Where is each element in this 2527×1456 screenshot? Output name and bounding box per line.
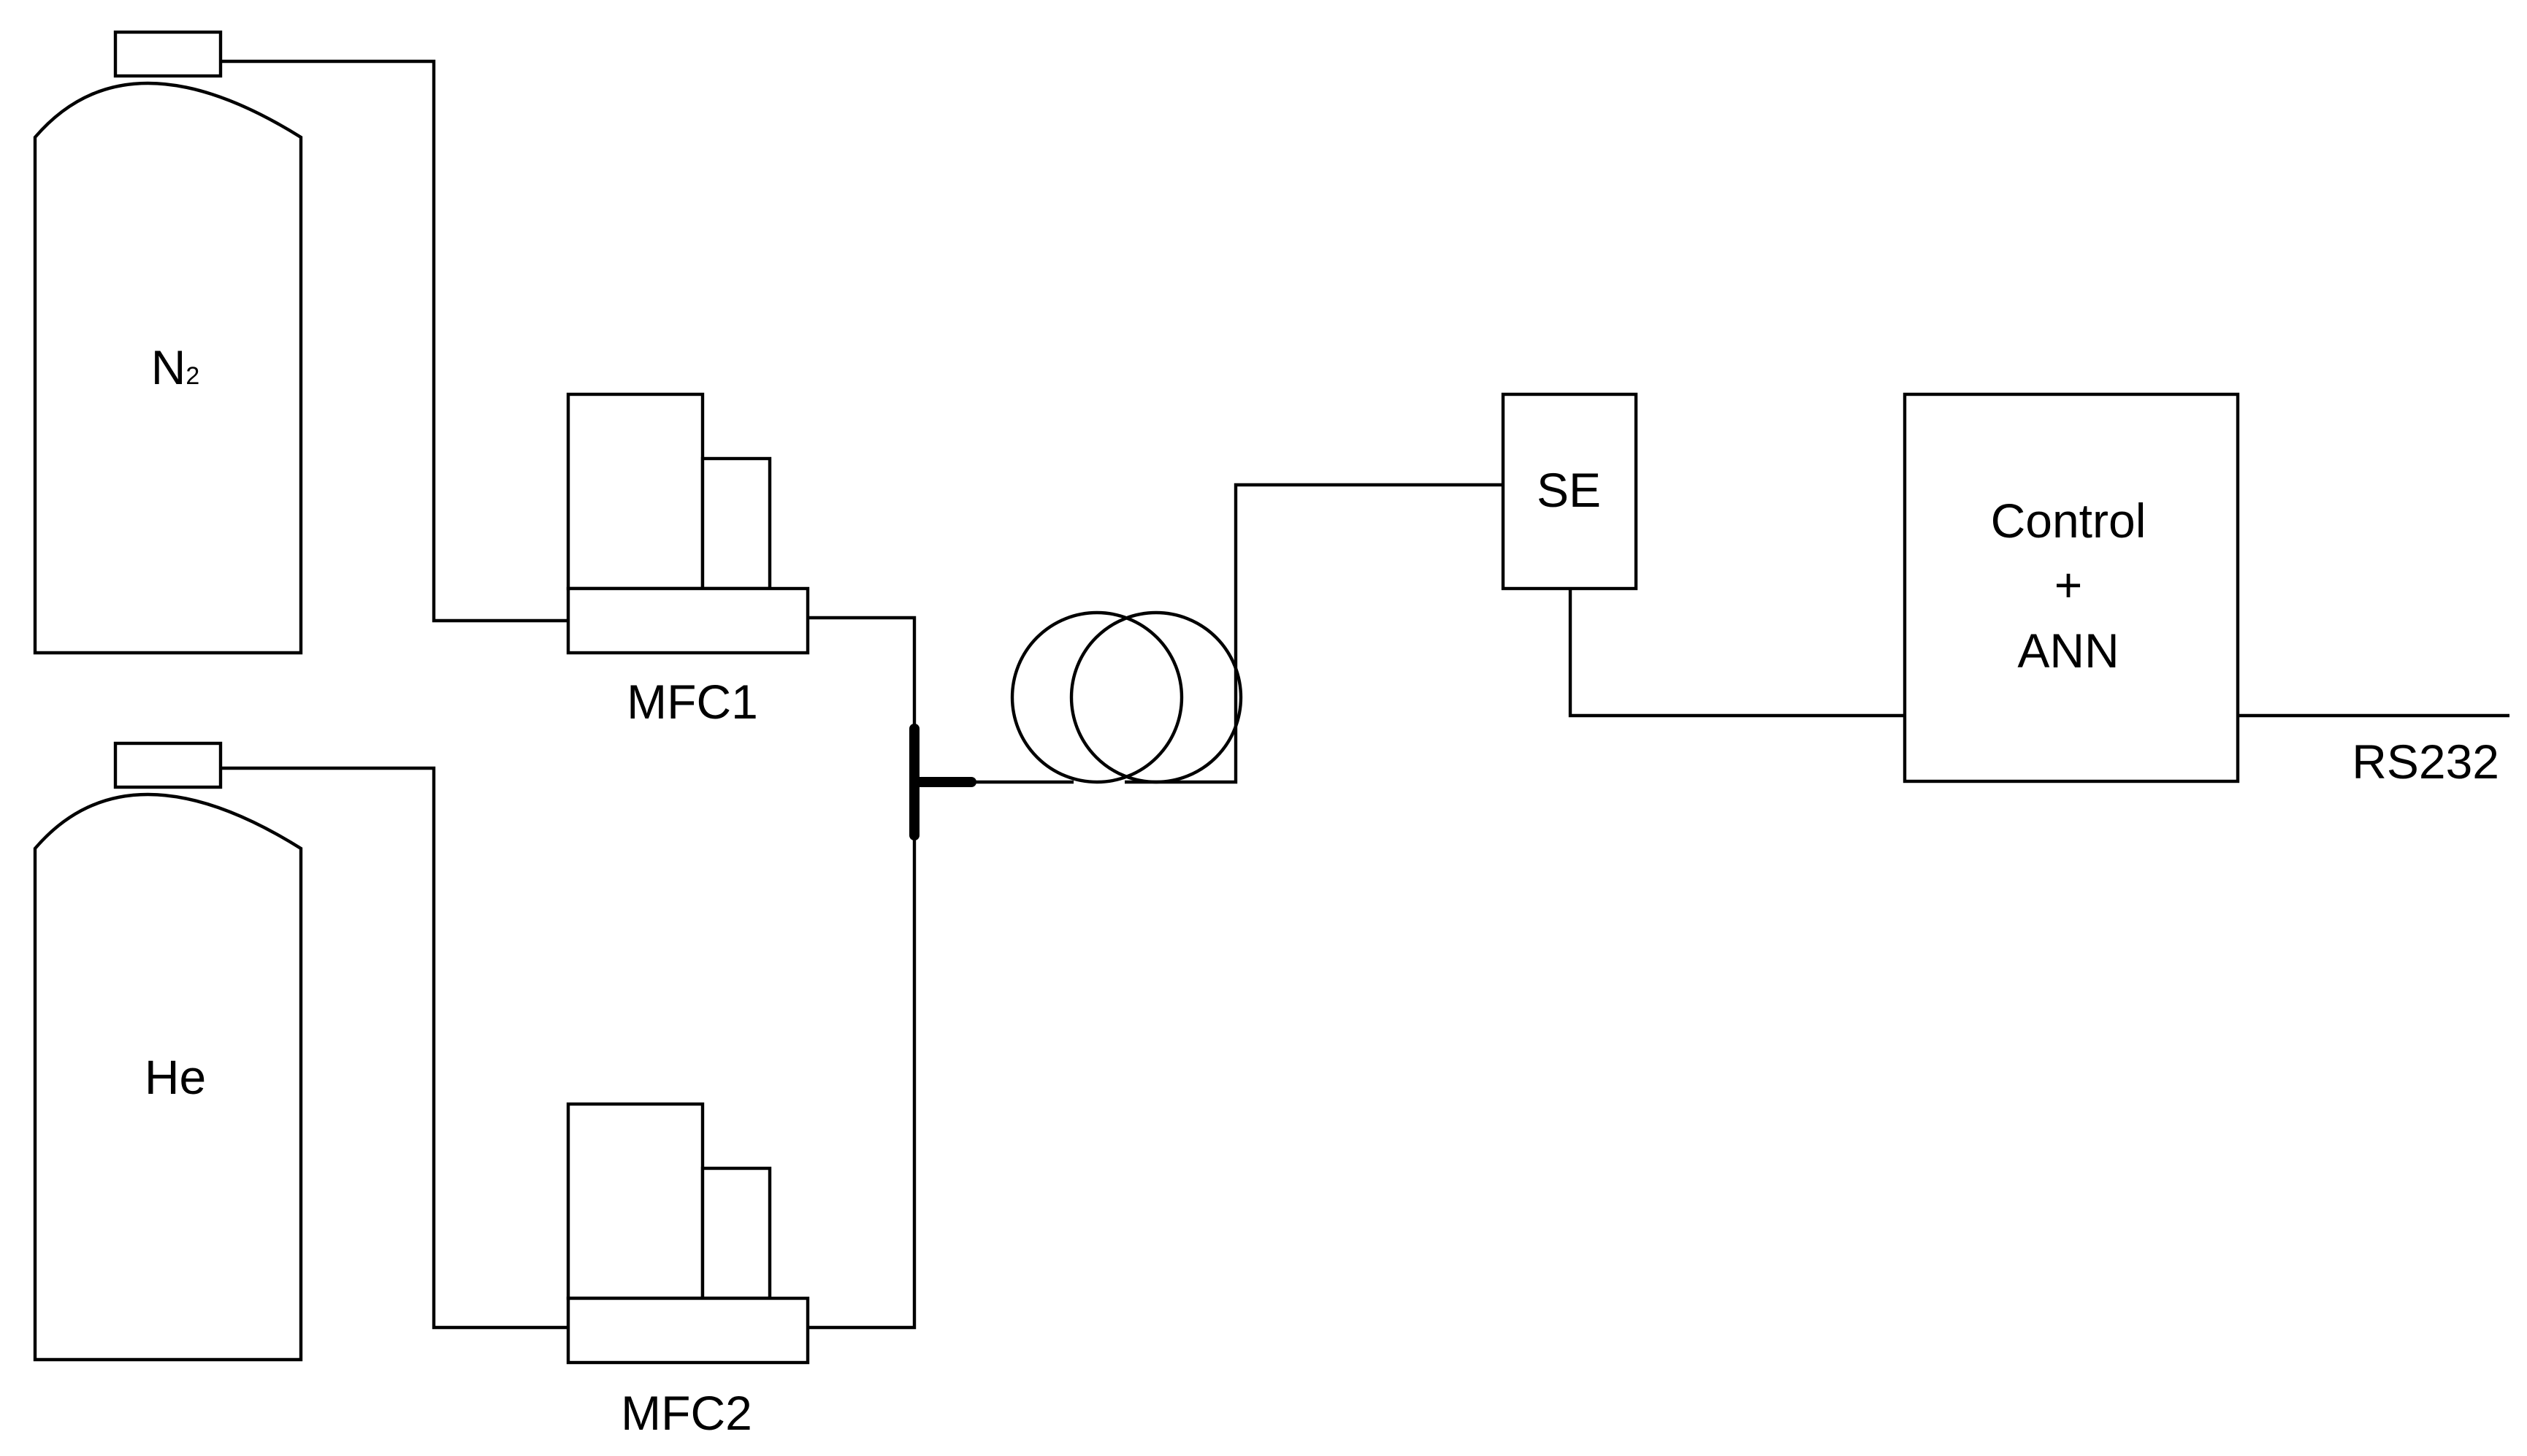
n2-cylinder-label-subscript: 2: [186, 362, 199, 390]
mfc1-base: [566, 586, 810, 655]
he-cylinder-body: [33, 792, 303, 1362]
n2-cylinder-body: [33, 81, 303, 655]
sensor-to-control-line: [1568, 590, 1905, 718]
mfc2-output-line: [808, 835, 917, 1330]
control-ann-box: [1903, 392, 2240, 783]
mixing-coil-loop-left: [1010, 610, 1184, 784]
t-junction-mixer: [909, 724, 976, 840]
control-ann-label-line1: Control: [1991, 494, 2146, 548]
mfc1-head-small: [700, 456, 772, 591]
n2-cylinder-valve-cap: [113, 30, 223, 78]
control-ann-unit: Control + ANN: [1903, 392, 2240, 783]
coil-to-sensor-line: [1125, 483, 1503, 784]
he-supply-line: [221, 766, 567, 1330]
sensor-element-label: SE: [1537, 463, 1601, 517]
mfc1-output-line: [808, 616, 917, 729]
control-ann-label-line3: ANN: [2017, 624, 2119, 678]
he-cylinder-valve-cap: [113, 741, 223, 789]
sensor-element: SE: [1501, 392, 1638, 591]
mfc2-head-large: [566, 1102, 705, 1300]
sensor-element-box: [1501, 392, 1638, 591]
n2-gas-cylinder: N2: [33, 30, 303, 655]
mfc2-controller: MFC2: [566, 1102, 810, 1440]
mixing-coil-loop-right: [1069, 610, 1243, 784]
control-ann-label-line2: +: [2054, 558, 2083, 612]
mfc2-label: MFC2: [621, 1386, 752, 1440]
mfc1-label: MFC1: [627, 675, 758, 729]
mfc1-controller: MFC1: [566, 392, 810, 729]
rs232-output-label: RS232: [2352, 735, 2499, 789]
mfc2-head-small: [700, 1166, 772, 1300]
mixing-coil: [1010, 610, 1243, 784]
he-cylinder-label: He: [145, 1050, 206, 1104]
n2-supply-line: [221, 59, 567, 623]
he-gas-cylinder: He: [33, 741, 303, 1362]
mfc1-head-large: [566, 392, 705, 591]
mfc2-base: [566, 1296, 810, 1365]
n2-cylinder-label: N2: [151, 340, 200, 394]
